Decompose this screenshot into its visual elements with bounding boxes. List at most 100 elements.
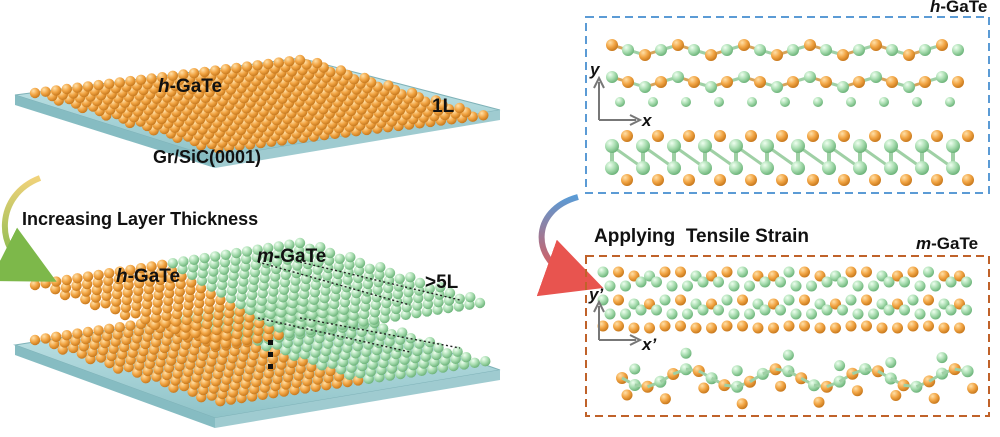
atom <box>845 266 857 278</box>
atom <box>907 320 919 332</box>
axis-x-label: x <box>641 111 653 130</box>
atom <box>952 76 964 88</box>
atom <box>787 76 799 88</box>
atom <box>613 320 624 332</box>
atom <box>639 81 651 93</box>
atom <box>814 322 826 334</box>
strain-label: Applying Tensile Strain <box>594 226 809 247</box>
atom <box>211 324 222 336</box>
atom <box>210 251 221 262</box>
atom <box>938 322 950 334</box>
atom <box>907 294 919 306</box>
atom <box>188 254 200 265</box>
atom <box>110 304 121 315</box>
atom <box>752 322 764 334</box>
atom <box>280 269 291 280</box>
atom <box>961 304 972 316</box>
atom <box>178 256 189 267</box>
atom <box>688 76 700 88</box>
atom <box>135 74 147 86</box>
top-h-gate-label: h-GaTe <box>158 76 222 97</box>
layer-5L-label: >5L <box>425 272 459 293</box>
layer-1L-label: 1L <box>432 96 455 117</box>
atom <box>317 308 328 319</box>
axis-y-label: y <box>589 60 601 79</box>
atom <box>104 323 115 334</box>
atom <box>167 70 178 82</box>
atom <box>114 322 126 333</box>
atom <box>29 334 41 346</box>
atom <box>51 276 62 287</box>
atom <box>246 297 257 308</box>
atom <box>269 278 280 290</box>
atom <box>915 139 929 153</box>
atom <box>883 304 895 316</box>
atom <box>200 334 211 345</box>
atom <box>903 49 915 61</box>
atom <box>231 62 242 74</box>
atom <box>879 97 889 107</box>
atom <box>146 73 157 84</box>
atom <box>121 294 132 306</box>
atom <box>383 80 394 91</box>
atom <box>82 81 94 92</box>
atom <box>239 268 250 280</box>
atom <box>675 266 686 278</box>
atom <box>622 76 634 88</box>
atom <box>655 44 667 56</box>
atom <box>359 72 370 84</box>
atom <box>204 296 215 307</box>
atom <box>834 360 846 372</box>
atom <box>680 347 692 359</box>
atom <box>714 97 724 107</box>
axis-x-prime-label: x’ <box>641 335 656 354</box>
atom <box>886 76 898 88</box>
bottom-h-gate-label: h-GaTe <box>116 266 180 287</box>
atom <box>414 338 425 349</box>
substrate-label: Gr/SiC(0001) <box>153 147 261 167</box>
atom <box>830 322 841 334</box>
atom <box>174 286 185 297</box>
atom <box>287 298 298 309</box>
atom <box>876 322 888 334</box>
atom <box>870 71 882 83</box>
atom <box>322 270 333 281</box>
atom <box>91 284 103 296</box>
atom <box>636 139 650 153</box>
atom <box>82 326 94 338</box>
atom <box>721 76 733 88</box>
atom <box>903 81 915 93</box>
atom <box>845 294 857 306</box>
h-gate-structure-box <box>585 16 990 194</box>
atom <box>747 97 757 107</box>
atom <box>775 380 787 392</box>
atom <box>870 39 882 51</box>
atom <box>698 139 712 153</box>
atom <box>737 320 748 332</box>
atom <box>899 276 910 288</box>
atom <box>652 174 664 186</box>
atom <box>919 44 931 56</box>
atom <box>324 247 336 259</box>
atom <box>738 39 750 51</box>
atom <box>604 308 616 320</box>
atom <box>441 348 453 359</box>
atom <box>454 102 465 114</box>
atom <box>620 280 631 292</box>
atom <box>787 44 799 56</box>
atom <box>698 161 712 175</box>
atom <box>822 139 836 153</box>
atom <box>946 139 960 153</box>
atom <box>791 161 805 175</box>
atom <box>597 266 609 278</box>
atom <box>799 266 810 278</box>
atom <box>461 352 472 363</box>
atom <box>907 266 919 278</box>
atom <box>40 333 51 344</box>
atom <box>952 44 964 56</box>
atom <box>452 346 463 357</box>
m-gate-box-title: m-GaTe <box>916 234 978 253</box>
atom <box>72 273 83 284</box>
atom <box>29 87 41 99</box>
axis-y-prime-label: y’ <box>588 285 603 304</box>
